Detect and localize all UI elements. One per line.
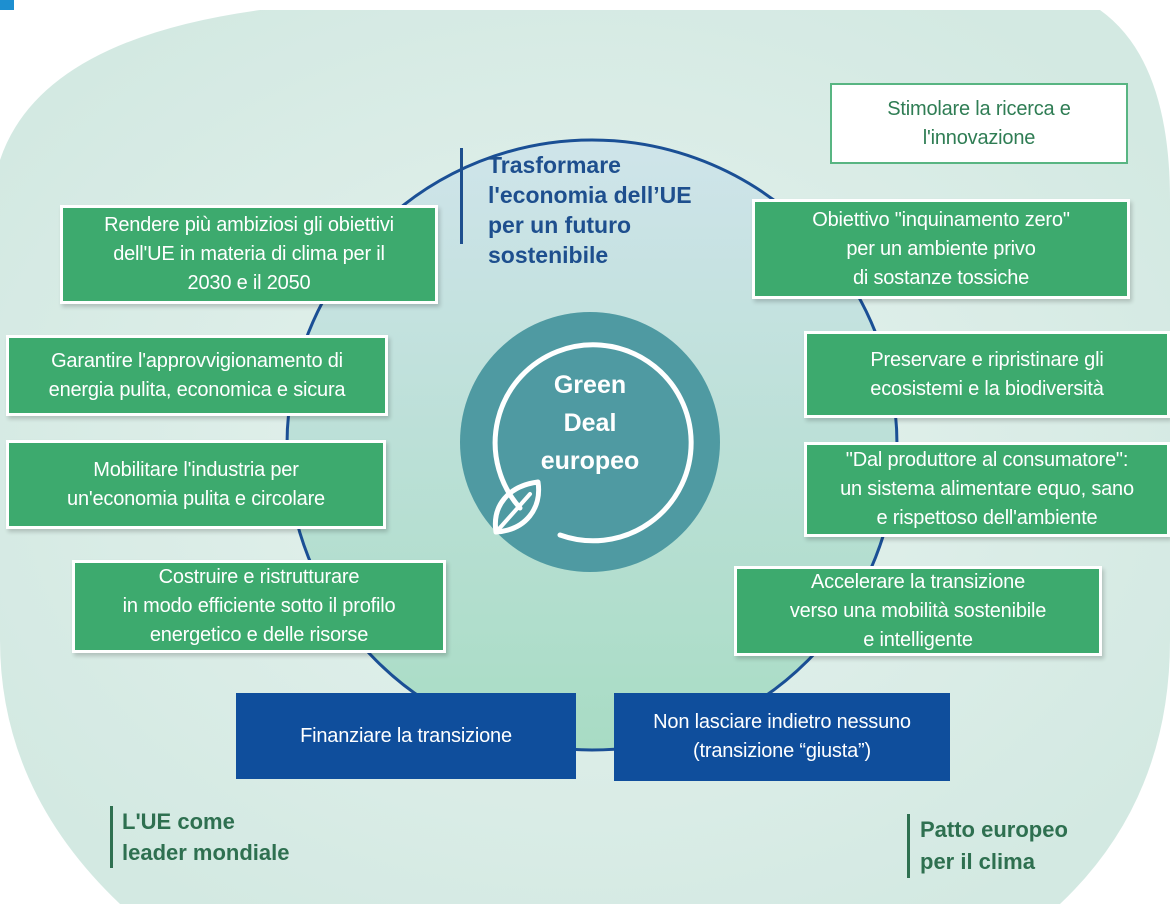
top-heading-divider <box>460 148 463 244</box>
corner-left-heading: L'UE come leader mondiale <box>122 809 290 865</box>
goal-box-circular-industry: Mobilitare l'industria per un'economia p… <box>6 440 386 529</box>
center-title: Green Deal europeo <box>540 371 640 475</box>
goal-box-zero-pollution: Obiettivo "inquinamento zero" per un amb… <box>752 199 1130 299</box>
goal-box-farm-to-fork: "Dal produttore al consumatore": un sist… <box>804 442 1170 537</box>
goal-box-just-transition: Non lasciare indietro nessuno (transizio… <box>614 693 950 781</box>
goal-box-research-innovation: Stimolare la ricerca e l'innovazione <box>830 83 1128 164</box>
top-heading: Trasformare l'economia dell’UE per un fu… <box>488 152 692 268</box>
corner-right-heading: Patto europeo per il clima <box>920 817 1068 874</box>
goal-box-sustainable-mobility: Accelerare la transizione verso una mobi… <box>734 566 1102 656</box>
goal-box-finance-transition: Finanziare la transizione <box>236 693 576 779</box>
goal-box-biodiversity: Preservare e ripristinare gli ecosistemi… <box>804 331 1170 418</box>
corner-accent <box>0 0 14 10</box>
center-ring <box>492 342 694 544</box>
goal-box-climate-ambition: Rendere più ambiziosi gli obiettivi dell… <box>60 205 438 304</box>
corner-right-divider <box>907 814 910 878</box>
corner-left-divider <box>110 806 113 868</box>
goal-box-clean-energy: Garantire l'approvvigionamento di energi… <box>6 335 388 416</box>
center-disk <box>460 312 720 572</box>
goal-box-buildings: Costruire e ristrutturare in modo effici… <box>72 560 446 653</box>
leaf-icon <box>492 479 542 535</box>
